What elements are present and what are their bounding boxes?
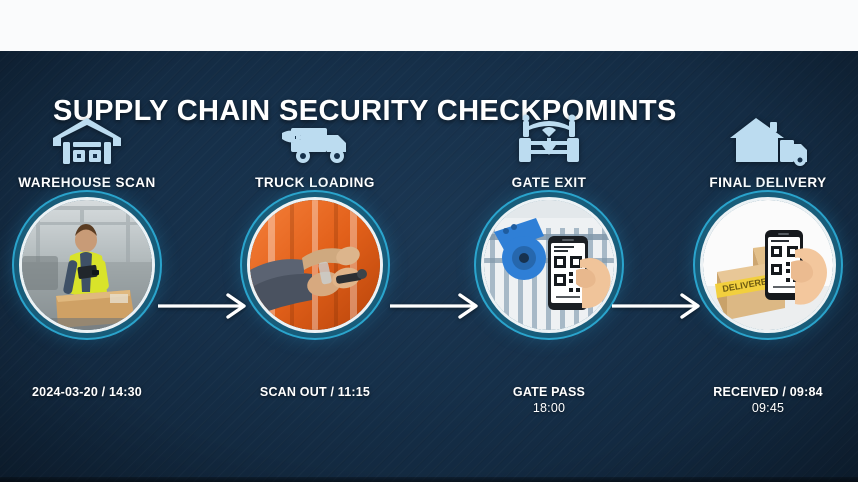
checkpoint-caption: SCAN OUT / 11:15 <box>220 384 410 400</box>
caption-line-2: 18:00 <box>532 401 566 415</box>
arrow-right-icon <box>612 293 708 319</box>
caption-line-1: GATE PASS <box>512 385 586 399</box>
arrow-right-icon <box>390 293 486 319</box>
arrow-right-icon <box>158 293 254 319</box>
delivery-truck-icon <box>220 114 410 166</box>
checkpoint-caption: RECEIVED / 09:84 09:45 <box>673 384 858 416</box>
caption-line-1: RECEIVED / 09:84 <box>713 385 823 399</box>
caption-line-1: 2024-03-20 / 14:30 <box>32 385 142 399</box>
gate-barrier-icon <box>454 114 644 166</box>
warehouse-icon <box>0 114 182 166</box>
checkpoint-photo-node[interactable] <box>484 200 614 330</box>
gate-qr-scan-photo <box>484 200 614 330</box>
checkpoint-label: GATE EXIT <box>511 175 587 190</box>
checkpoint-photo-node[interactable] <box>250 200 380 330</box>
checkpoint-label: TRUCK LOADING <box>255 175 375 190</box>
house-delivery-truck-icon <box>673 114 858 166</box>
checkpoint-photo-node[interactable] <box>22 200 152 330</box>
warehouse-worker-photo <box>22 200 152 330</box>
checkpoint-label: FINAL DELIVERY <box>709 175 827 190</box>
delivered-boxes-photo: DELIVERED <box>703 200 833 330</box>
checkpoint-caption: 2024-03-20 / 14:30 <box>0 384 182 400</box>
caption-line-2: 09:45 <box>751 401 785 415</box>
top-white-band <box>0 0 858 51</box>
checkpoint-label: WAREHOUSE SCAN <box>18 175 156 190</box>
checkpoint-photo-node[interactable]: DELIVERED <box>703 200 833 330</box>
caption-line-1: SCAN OUT / 11:15 <box>259 385 371 399</box>
truck-door-lock-photo <box>250 200 380 330</box>
checkpoint-caption: GATE PASS 18:00 <box>454 384 644 416</box>
checkpoint-row: WAREHOUSE SCAN <box>0 114 858 416</box>
